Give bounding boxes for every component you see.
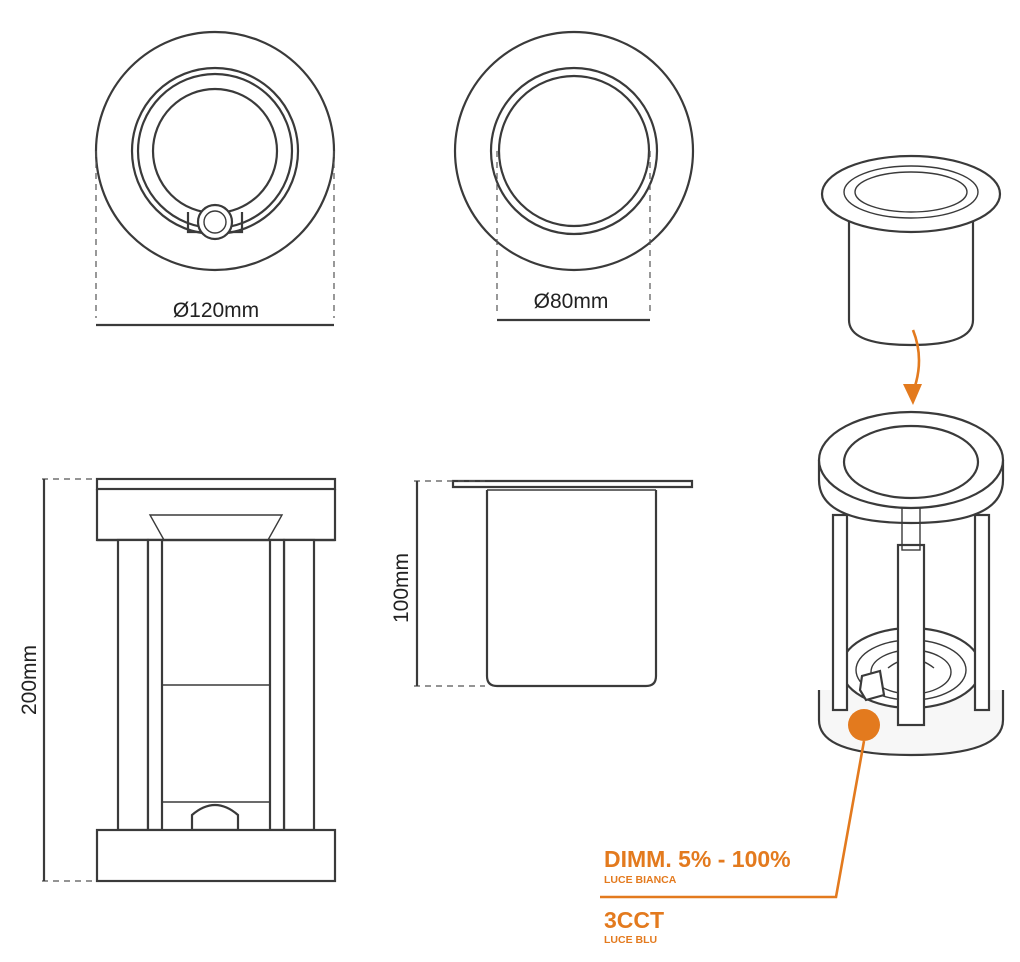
callout-dimming: DIMM. 5% - 100% [604, 846, 791, 872]
arrow-head-icon [903, 384, 922, 405]
callout-leader [600, 740, 866, 899]
isometric-housing [817, 410, 1005, 757]
isometric-insert [820, 154, 1002, 347]
top-view-outer [94, 30, 336, 327]
side-view-insert [414, 479, 694, 688]
side-view-full [42, 477, 337, 883]
top-view-insert [453, 30, 695, 322]
connector-icon [858, 669, 886, 702]
dimension-insert-height: 100mm [390, 553, 413, 623]
callout-white-light: LUCE BIANCA [604, 874, 677, 886]
dimension-inner-diameter: Ø80mm [534, 290, 609, 313]
dimension-total-height: 200mm [18, 645, 41, 715]
cable-gland-icon [196, 203, 234, 241]
callout-blue-light: LUCE BLU [604, 934, 657, 946]
callout-cct: 3CCT [604, 907, 664, 933]
dimmer-indicator-icon [848, 709, 880, 741]
dimension-outer-diameter: Ø120mm [173, 299, 259, 322]
